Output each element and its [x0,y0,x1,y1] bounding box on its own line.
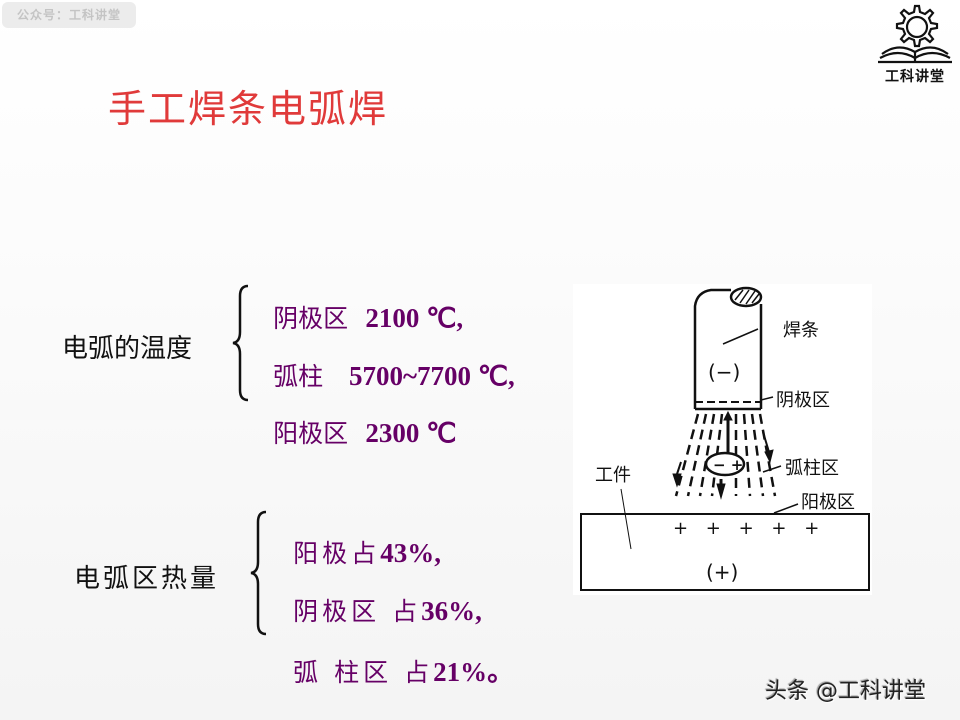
workpiece-polarity: (+) [706,560,738,584]
region-label: 阳极区 [273,419,349,448]
arc-welding-diagram: (−) − + + + + + + ( [573,284,872,595]
heat-item: 阳极占43%, [276,503,441,570]
region-label: 弧 柱区 占 [293,658,434,687]
value-label: 43%, [380,538,441,568]
brace-icon [232,284,249,402]
region-label: 弧柱 [273,362,324,391]
brace-icon [250,510,267,636]
electrode-polarity: (−) [708,360,740,384]
heat-item: 弧 柱区 占21%。 [276,619,514,689]
label-arc-column: 弧柱区 [785,458,839,479]
watermark-bottom: 头条 @工科讲堂 [765,679,926,704]
region-label: 阴极区 [273,304,349,333]
value-label: 36%, [421,596,482,626]
region-label: 阴极区 占 [293,597,422,626]
label-electrode: 焊条 [783,320,819,341]
label-cathode-zone: 阴极区 [776,390,830,411]
temperature-item: 阳极区 2300 ℃ [256,383,456,450]
value-label: 2100 ℃, [365,303,464,333]
page-title: 手工焊条电弧焊 [108,87,389,131]
value-label: 5700~7700 ℃, [348,361,515,391]
gear-book-icon [878,4,952,64]
value-label: 2300 ℃ [365,418,457,448]
temperature-item: 弧柱 5700~7700 ℃, [256,326,515,393]
workpiece [580,513,870,591]
heat-label: 电弧区热量 [74,564,220,594]
label-anode-zone: 阳极区 [801,492,855,513]
logo-text: 工科讲堂 [885,69,945,85]
temperature-label: 电弧的温度 [62,334,193,364]
region-label: 阳极占 [293,539,381,568]
electrode [693,288,763,411]
value-label: 21%。 [433,657,515,687]
logo: 工科讲堂 [872,2,958,92]
plus-charges: + + + + + [673,518,825,539]
ion-pair-label: − + [713,456,743,474]
temperature-item: 阴极区 2100 ℃, [256,268,463,335]
heat-item: 阴极区 占36%, [276,561,482,628]
label-workpiece: 工件 [595,465,631,486]
ion-pair [704,451,746,477]
watermark-top: 公众号：工科讲堂 [2,2,136,28]
